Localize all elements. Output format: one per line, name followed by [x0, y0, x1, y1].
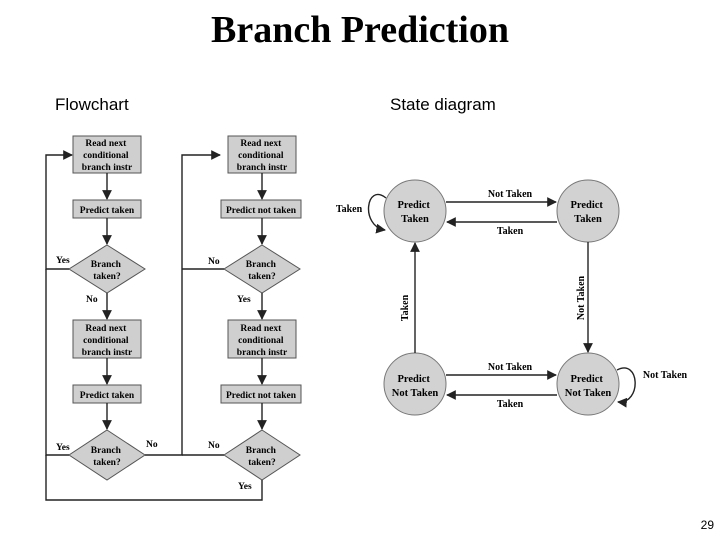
predict-not-taken-box-right-2 [220, 384, 302, 404]
label-top-not-taken: Not Taken [488, 189, 533, 200]
read-text-left-1: Read next conditional branch instr [82, 139, 133, 173]
yes-label-left-1: Yes [56, 256, 70, 266]
yes-label-right-1: Yes [237, 295, 251, 305]
no-label-left-1: No [86, 295, 98, 305]
state-diagram-label: State diagram [390, 95, 496, 114]
read-box-right-2 [227, 319, 297, 359]
read-text-right-2: Read next conditional branch instr [237, 324, 288, 358]
slide-title: Branch Prediction [210, 9, 509, 51]
label-self-taken: Taken [336, 204, 363, 215]
yes-label-left-2: Yes [56, 443, 70, 453]
state-predict-taken-top-left [383, 179, 447, 243]
predict-not-taken-box-right-1 [220, 199, 302, 219]
state-predict-taken-top-right [556, 179, 620, 243]
no-label-left-2: No [146, 440, 158, 450]
predict-taken-text-left-1: Predict taken [80, 206, 135, 216]
yes-label-right-2: Yes [238, 482, 252, 492]
read-box-left-2 [72, 319, 142, 359]
flowchart-label: Flowchart [55, 95, 129, 114]
predict-not-taken-text-right-1: Predict not taken [226, 206, 297, 216]
decision-text-right-2: Branch taken? [246, 446, 278, 468]
read-text-right-1: Read next conditional branch instr [237, 139, 288, 173]
left-flowchart: Read next conditional branch instr Predi… [45, 135, 221, 481]
decision-text-right-1: Branch taken? [246, 260, 278, 282]
label-top-taken: Taken [497, 226, 524, 237]
right-flowchart: Read next conditional branch instr Predi… [45, 135, 302, 501]
page-number: 29 [700, 518, 714, 532]
decision-text-left-2: Branch taken? [91, 446, 123, 468]
no-label-right-1: No [208, 257, 220, 267]
state-predict-not-taken-bottom-right [556, 352, 620, 416]
predict-not-taken-text-right-2: Predict not taken [226, 391, 297, 401]
label-bottom-not-taken: Not Taken [488, 362, 533, 373]
decision-text-left-1: Branch taken? [91, 260, 123, 282]
state-text-tr: Predict Taken [570, 200, 605, 225]
state-text-br: Predict Not Taken [565, 374, 612, 399]
predict-taken-text-left-2: Predict taken [80, 391, 135, 401]
label-right-not-taken: Not Taken [576, 275, 587, 320]
state-text-tl: Predict Taken [397, 200, 432, 225]
label-bottom-taken: Taken [497, 399, 524, 410]
read-text-left-2: Read next conditional branch instr [82, 324, 133, 358]
label-self-not-taken: Not Taken [643, 370, 688, 381]
read-box-left-1 [72, 135, 142, 174]
no-label-right-2: No [208, 441, 220, 451]
decision-diamond-left-2 [68, 429, 146, 481]
label-left-taken: Taken [400, 294, 411, 321]
read-box-right-1 [227, 135, 297, 174]
state-text-bl: Predict Not Taken [392, 374, 439, 399]
state-diagram: Predict Taken Predict Taken Predict Not … [336, 179, 688, 416]
